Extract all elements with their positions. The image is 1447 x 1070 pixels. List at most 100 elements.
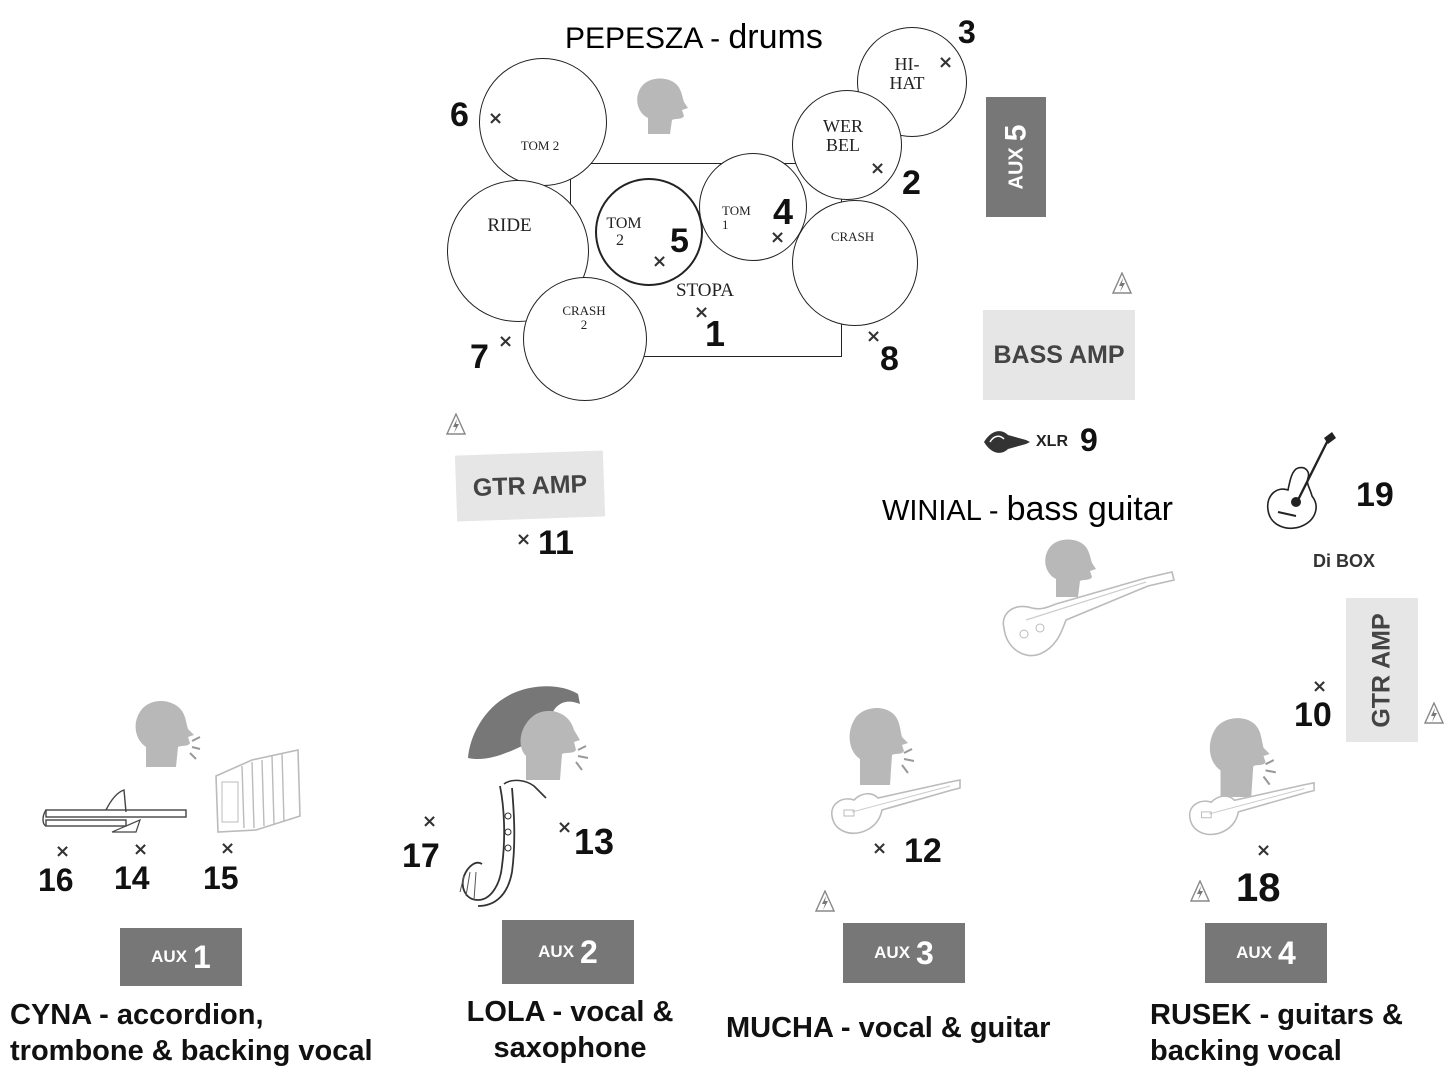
channel-13: 13 — [574, 821, 615, 862]
drum-ride — [447, 180, 589, 322]
power-outlet-icon — [1424, 702, 1444, 724]
crash2-label-b: 2 — [580, 316, 588, 332]
right-guitar-amp-label: GTR AMP — [1367, 612, 1396, 728]
musician-rusek-line1: RUSEK - guitars & — [1150, 999, 1403, 1031]
head-icon — [135, 700, 201, 767]
drum-crash-2 — [523, 277, 647, 401]
drum-tom-2 — [595, 178, 703, 286]
mic-mark: × — [498, 331, 514, 352]
electric-guitar-icon — [831, 779, 961, 834]
channel-19: 19 — [1356, 476, 1394, 514]
drum-werbel — [792, 90, 902, 200]
mic-mark: × — [422, 811, 438, 832]
musician-mucha: MUCHA - vocal & guitar — [726, 1010, 1050, 1046]
head-icon — [1209, 718, 1276, 797]
aux-2-monitor: AUX 2 — [502, 920, 634, 984]
musician-rusek-line2: backing vocal — [1150, 1035, 1342, 1068]
tom1-label-a: TOM — [722, 203, 751, 218]
drum-label-tom2-top: TOM 2 — [520, 138, 560, 153]
bass-player-name: WINIAL - — [882, 495, 1007, 527]
mic-mark: × — [488, 108, 504, 129]
mic-mark: × — [1256, 840, 1272, 861]
electric-guitar-icon — [1188, 781, 1315, 836]
mic-mark: × — [866, 326, 882, 347]
mic-mark: × — [938, 52, 954, 73]
channel-3: 3 — [958, 14, 976, 50]
aux-3-number: 3 — [916, 934, 934, 971]
musician-cyna: CYNA - accordion, trombone & backing voc… — [10, 997, 373, 1070]
channel-10: 10 — [1294, 696, 1332, 734]
channel-1: 1 — [705, 313, 726, 354]
mic-mark: × — [557, 817, 573, 838]
mic-mark: × — [694, 302, 710, 323]
xlr-connector-icon — [984, 431, 1030, 453]
aux-5-small: AUX — [1004, 147, 1027, 190]
channel-7: 7 — [470, 338, 489, 376]
accordion-icon — [215, 749, 301, 833]
mic-mark: × — [652, 251, 668, 272]
di-box-label: Di BOX — [1313, 551, 1376, 571]
right-guitar-amp: GTR AMP — [1346, 598, 1418, 742]
drum-kit-title: PEPESZA - drums — [565, 18, 823, 57]
bass-amp: BASS AMP — [983, 310, 1135, 400]
channel-9: 9 — [1080, 422, 1098, 458]
musician-mucha-line1: MUCHA - vocal & guitar — [726, 1012, 1051, 1044]
power-outlet-icon — [815, 890, 835, 912]
channel-16: 16 — [38, 862, 74, 898]
musician-rusek: RUSEK - guitars & backing vocal — [1150, 997, 1403, 1070]
power-outlet-icon — [1190, 880, 1210, 902]
aux-4-small: AUX — [1236, 943, 1273, 962]
aux-1-monitor: AUX 1 — [120, 928, 242, 986]
channel-8: 8 — [880, 340, 899, 378]
power-outlet-icon — [1112, 272, 1132, 294]
channel-18: 18 — [1236, 866, 1281, 910]
mic-mark: × — [1312, 676, 1328, 697]
channel-12: 12 — [904, 832, 942, 870]
drummer-instrument: drums — [728, 18, 823, 56]
aux-5-number: 5 — [999, 124, 1033, 142]
hihat-label-1: HI- — [894, 54, 920, 74]
musician-cyna-line2: trombone & backing vocal — [10, 1035, 373, 1068]
aux-2-number: 2 — [580, 933, 598, 970]
aux-1-number: 1 — [193, 938, 211, 975]
mic-mark: × — [770, 227, 786, 248]
channel-4: 4 — [773, 191, 794, 232]
drum-tom-1 — [699, 153, 807, 261]
mic-mark: × — [220, 838, 236, 859]
werbel-label-2: BEL — [826, 134, 860, 155]
aux-5-monitor: AUX 5 — [986, 97, 1046, 217]
bass-guitar-icon — [1002, 571, 1175, 657]
crash2-label-a: CRASH — [562, 303, 606, 318]
drum-label-crash: CRASH — [830, 229, 875, 244]
head-icon — [1045, 539, 1096, 597]
musician-lola: LOLA - vocal & saxophone — [455, 994, 685, 1067]
drum-crash — [792, 200, 918, 326]
mic-mark: × — [870, 158, 886, 179]
mic-mark: × — [872, 838, 888, 859]
musician-lola-line2: saxophone — [493, 1032, 647, 1065]
left-guitar-amp: GTR AMP — [454, 450, 606, 522]
aux-2-small: AUX — [538, 942, 575, 961]
aux-4-number: 4 — [1278, 934, 1296, 971]
tom2-label-a: TOM — [606, 215, 642, 232]
saxophone-icon — [459, 779, 547, 907]
bass-player-title: WINIAL - bass guitar — [882, 490, 1173, 529]
aux-1-small: AUX — [151, 947, 188, 966]
musician-cyna-line1: CYNA - accordion, — [10, 999, 264, 1031]
aux-4-monitor: AUX 4 — [1205, 923, 1327, 983]
channel-6: 6 — [450, 96, 469, 134]
channel-17: 17 — [402, 837, 440, 875]
head-icon — [849, 708, 915, 785]
drummer-name: PEPESZA - — [565, 22, 729, 55]
channel-15: 15 — [203, 860, 239, 896]
power-outlet-icon — [446, 413, 466, 435]
hihat-label-2: HAT — [889, 72, 925, 93]
drum-label-ride: RIDE — [487, 215, 532, 236]
musician-lola-line1: LOLA - vocal & — [466, 996, 674, 1028]
channel-2: 2 — [902, 164, 921, 202]
